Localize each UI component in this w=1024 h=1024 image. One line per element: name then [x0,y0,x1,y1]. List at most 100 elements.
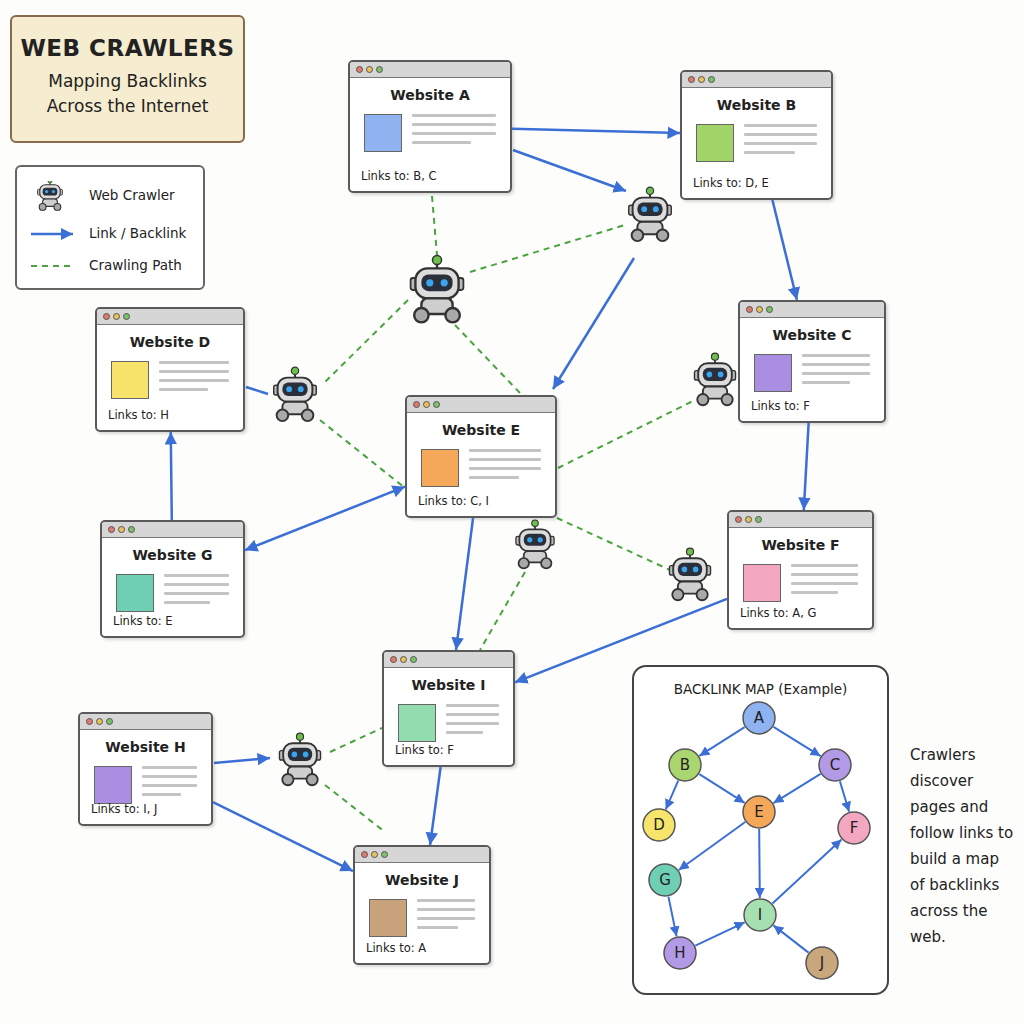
node-letter: J [805,946,839,980]
site-name: Website G [102,547,243,563]
text-line [791,573,858,576]
crawler-robot [411,255,464,322]
page-image [369,899,407,937]
crawler-robot [629,187,672,241]
text-line [417,899,475,902]
text-line [446,722,499,725]
text-line [802,381,850,384]
legend-label: Web Crawler [89,187,175,203]
window-dot [745,516,752,523]
crawler-robot [669,548,710,600]
link-list: Links to: A [366,941,426,955]
subtitle-label: Mapping Backlinks Across the Internet [28,69,228,119]
text-line [164,574,229,577]
text-line [412,141,471,144]
window-dot [735,516,742,523]
crawler-link [214,758,270,763]
node-letter: I [743,898,777,932]
window-dot [410,656,417,663]
window-dot [413,401,420,408]
site-name: Website B [682,97,831,113]
text-line [159,361,229,364]
link-list: Links to: I, J [91,802,157,816]
legend-sample [27,181,79,211]
text-line [791,582,858,585]
website-window: Website HLinks to: I, J [78,712,213,826]
text-line [802,372,870,375]
text-line [142,784,197,787]
website-window: Website FLinks to: A, G [727,510,874,630]
legend-label: Link / Backlink [89,225,186,241]
website-window: Website I Links to: F [382,650,515,767]
legend-item: Crawling Path [27,251,202,281]
website-window: Website C Links to: F [738,300,886,423]
map-node-circle: F [837,811,871,845]
node-letter: H [663,936,697,970]
text-line [417,908,475,911]
site-name: Website D [97,334,243,350]
title-box: WEB CRAWLERS Mapping Backlinks Across the… [10,15,245,143]
page-image [696,124,734,162]
link-list: Links to: F [751,399,810,413]
legend-sample [27,219,79,249]
window-dot [698,76,705,83]
window-dot [103,313,110,320]
text-line [791,564,858,567]
text-line [159,379,229,382]
panel-heading: BACKLINK MAP (Example) [634,681,887,697]
window-dot [108,526,115,533]
link-list: Links to: E [113,614,173,628]
window-dot [433,401,440,408]
node-letter: E [742,795,776,829]
text-line [469,476,519,479]
text-line [744,151,795,154]
website-window: Website G Links to: E [100,520,245,638]
page-image [111,361,149,399]
link-arrow [213,802,353,871]
window-dot [423,401,430,408]
text-line [412,114,496,117]
window-bar [97,309,243,325]
site-name: Website E [407,422,555,438]
window-dot [390,656,397,663]
legend-box: Web CrawlerLink / BacklinkCrawling Path [15,165,205,290]
page-image [754,354,792,392]
text-line [802,354,870,357]
legend-label: Crawling Path [89,257,182,273]
text-line [164,583,229,586]
text-line [744,124,817,127]
site-name: Website F [729,537,872,553]
window-dot [756,306,763,313]
crawling-path [470,225,625,272]
text-line [744,142,817,145]
link-arrow [456,518,473,650]
text-line [417,917,475,920]
window-bar [407,397,555,413]
legend-sample [27,251,79,281]
window-dot [755,516,762,523]
diagram-title: WEB CRAWLERS [12,35,243,61]
text-line [417,926,458,929]
site-name: Website C [740,327,884,343]
text-line [164,592,229,595]
node-letter: D [642,808,676,842]
site-name: Website I [384,677,513,693]
crawling-path [325,785,385,832]
link-arrow [430,767,441,845]
window-dot [766,306,773,313]
crawler-link [553,258,634,389]
window-bar [102,522,243,538]
window-bar [682,72,831,88]
crawling-path [480,572,525,650]
caption-note: Crawlers discover pages and follow links… [910,742,1018,950]
window-bar [384,652,513,668]
site-name: Website J [355,872,489,888]
link-list: Links to: F [395,743,454,757]
text-line [744,133,817,136]
text-line [412,132,496,135]
crawler-robot [516,520,554,568]
map-node-circle: H [663,936,697,970]
window-dot [361,851,368,858]
page-image [364,114,402,152]
